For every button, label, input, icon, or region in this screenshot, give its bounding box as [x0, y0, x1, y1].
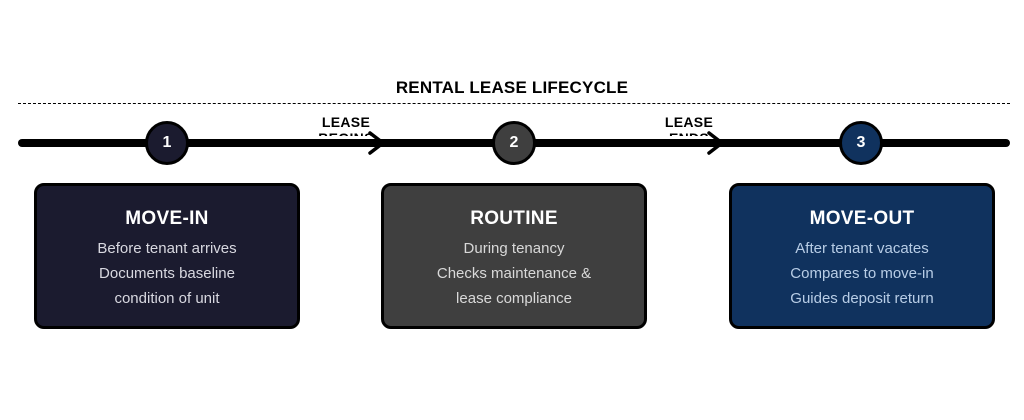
stage-card-move-in: MOVE-IN Before tenant arrives Documents … [34, 183, 300, 329]
stage-card-body: Before tenant arrives Documents baseline… [37, 236, 297, 311]
milestone-label: LEASE [321, 114, 371, 130]
stage-card-line: Compares to move-in [790, 265, 934, 282]
stage-card-title: ROUTINE [470, 208, 558, 229]
milestone-sub-label: ENDS [651, 130, 727, 136]
stage-card-line: Documents baseline [99, 265, 235, 282]
arrow-right-icon [707, 131, 724, 155]
stage-card-routine: ROUTINE During tenancy Checks maintenanc… [381, 183, 647, 329]
stage-card-line: lease compliance [456, 290, 572, 307]
milestone-lease-ends: LEASE ENDS [651, 114, 727, 136]
stage-marker-3: 3 [839, 121, 883, 165]
stage-card-line: Checks maintenance & [436, 265, 592, 282]
stage-number: 1 [162, 134, 172, 151]
arrow-right-icon [368, 131, 385, 155]
title-divider [18, 103, 1010, 104]
stage-card-line: condition of unit [114, 290, 220, 307]
stage-card-line: During tenancy [463, 240, 565, 257]
stage-card-line: After tenant vacates [795, 240, 929, 257]
stage-marker-2: 2 [492, 121, 536, 165]
stage-card-body: During tenancy Checks maintenance & leas… [384, 236, 644, 311]
stage-number: 2 [509, 134, 519, 151]
stage-card-title: MOVE-OUT [809, 208, 915, 229]
stage-card-title: MOVE-IN [125, 208, 209, 229]
stage-number: 3 [856, 134, 866, 151]
milestone-lease-begins: LEASE BEGINS [308, 114, 384, 136]
stage-card-move-out: MOVE-OUT After tenant vacates Compares t… [729, 183, 995, 329]
stage-card-line: Guides deposit return [790, 290, 934, 307]
milestone-sub-label: BEGINS [308, 130, 384, 136]
milestone-label: LEASE [664, 114, 714, 130]
diagram-title: RENTAL LEASE LIFECYCLE [395, 78, 629, 97]
stage-card-line: Before tenant arrives [97, 240, 237, 257]
stage-marker-1: 1 [145, 121, 189, 165]
stage-card-body: After tenant vacates Compares to move-in… [732, 236, 992, 311]
